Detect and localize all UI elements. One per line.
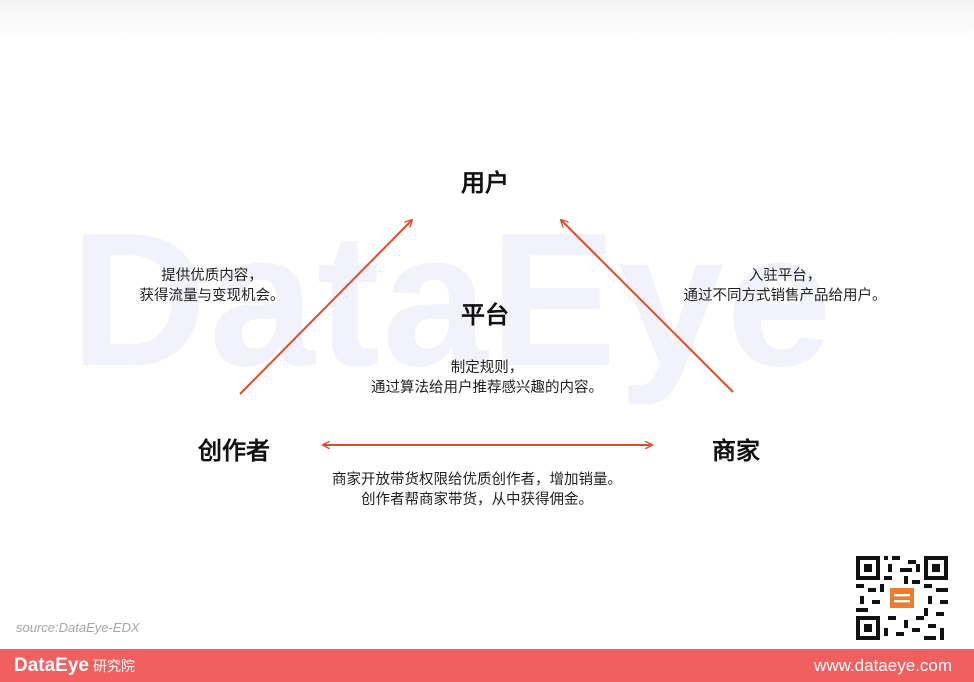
desc-line: 商家开放带货权限给优质创作者，增加销量。 — [332, 472, 622, 488]
desc-line: 通过算法给用户推荐感兴趣的内容。 — [371, 380, 603, 396]
source-note: source:DataEye-EDX — [16, 620, 140, 635]
desc-line: 提供优质内容， — [161, 268, 263, 284]
arrow-creator-to-user — [239, 220, 412, 395]
node-merchant: 商家 — [712, 437, 760, 465]
desc-line: 获得流量与变现机会。 — [139, 288, 285, 304]
desc-merchant-to-user: 入驻平台， 通过不同方式销售产品给用户。 — [660, 266, 910, 306]
node-user: 用户 — [461, 169, 509, 197]
footer-brand-sub: 研究院 — [93, 658, 135, 674]
desc-platform: 制定规则， 通过算法给用户推荐感兴趣的内容。 — [337, 358, 637, 398]
desc-line: 创作者帮商家带货，从中获得佣金。 — [361, 492, 593, 508]
qr-code-icon — [856, 556, 948, 640]
node-platform: 平台 — [461, 301, 509, 329]
footer-brand-name: DataEye — [14, 655, 89, 676]
top-band — [0, 0, 974, 40]
desc-line: 入驻平台， — [748, 268, 822, 284]
node-creator: 创作者 — [198, 437, 270, 465]
arrow-merchant-to-user — [561, 220, 734, 393]
desc-line: 制定规则， — [450, 360, 524, 376]
desc-line: 通过不同方式销售产品给用户。 — [683, 288, 887, 304]
desc-creator-merchant: 商家开放带货权限给优质创作者，增加销量。 创作者帮商家带货，从中获得佣金。 — [297, 470, 657, 510]
footer-website-link[interactable]: www.dataeye.com — [814, 656, 952, 675]
desc-creator-to-user: 提供优质内容， 获得流量与变现机会。 — [112, 266, 312, 306]
